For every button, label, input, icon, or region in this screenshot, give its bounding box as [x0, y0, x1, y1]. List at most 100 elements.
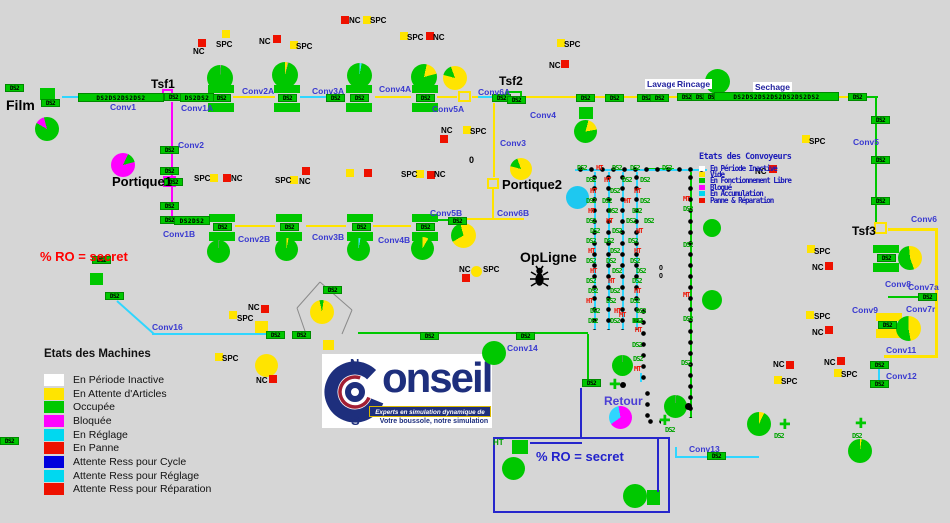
- legend-item: En Réglage: [44, 428, 284, 442]
- logo-wordmark: onseil: [382, 354, 493, 401]
- part-block-ds2[interactable]: DS2: [877, 254, 896, 262]
- status-pie[interactable]: [451, 223, 476, 248]
- status-pie[interactable]: [664, 395, 687, 418]
- part-block-ds2[interactable]: DS2: [278, 94, 297, 102]
- part-block-ds2[interactable]: DS2: [870, 361, 889, 369]
- part-block-ds2[interactable]: DS2: [871, 197, 890, 205]
- status-pie[interactable]: [35, 117, 59, 141]
- buffer-plus-node[interactable]: ✚: [659, 413, 671, 429]
- part-block-ds2[interactable]: DS2: [848, 93, 867, 101]
- status-pie[interactable]: [411, 237, 434, 260]
- part-block-ds2[interactable]: DS2: [213, 223, 232, 231]
- part-block-ds2[interactable]: DS2: [878, 321, 897, 329]
- status-pie[interactable]: [272, 62, 298, 88]
- part-block-ds2[interactable]: DS2: [871, 156, 890, 164]
- status-pie[interactable]: [702, 290, 722, 310]
- conveyor-line: [876, 329, 902, 338]
- part-chain-ds2[interactable]: DS2DS2: [180, 93, 214, 102]
- status-pie[interactable]: [612, 355, 633, 376]
- part-block-ds2[interactable]: DS2: [41, 99, 60, 107]
- status-pie[interactable]: [255, 354, 278, 377]
- part-block-ds2[interactable]: DS2: [160, 146, 179, 154]
- station-outline[interactable]: [493, 437, 670, 513]
- buffer-plus-node[interactable]: ✚: [855, 416, 867, 432]
- part-block-ds2[interactable]: DS2: [582, 379, 601, 387]
- part-block-ds2[interactable]: DS2: [448, 217, 467, 225]
- status-pie[interactable]: [347, 63, 372, 88]
- status-pie[interactable]: [510, 158, 532, 180]
- station-outline[interactable]: [487, 178, 499, 189]
- part-chain-ds2[interactable]: DS2DS2DS2DS2: [78, 93, 164, 102]
- legend-swatch: [44, 387, 64, 400]
- part-block-ds2[interactable]: DS2: [266, 331, 285, 339]
- legend-swatch: [44, 469, 64, 482]
- part-block-ds2[interactable]: DS2: [416, 94, 435, 102]
- part-block-ds2[interactable]: DS2: [416, 223, 435, 231]
- quality-marker-square: [806, 311, 814, 319]
- part-block-ds2[interactable]: DS2: [507, 96, 526, 104]
- part-block-ds2[interactable]: DS2: [352, 223, 371, 231]
- part-block-ds2[interactable]: DS2: [918, 293, 937, 301]
- status-pie[interactable]: [111, 153, 135, 177]
- quality-marker-square: [807, 245, 815, 253]
- status-pie[interactable]: [310, 300, 334, 324]
- station-outline[interactable]: [458, 91, 471, 102]
- status-pie[interactable]: [502, 457, 525, 480]
- part-block-ds2[interactable]: DS2: [707, 452, 726, 460]
- buffer-plus-node[interactable]: ✚: [779, 417, 791, 433]
- quality-marker-label: SPC: [809, 137, 826, 146]
- part-block-ds2[interactable]: DS2: [605, 94, 624, 102]
- part-block-ds2[interactable]: DS2: [350, 94, 369, 102]
- cluster-tag: HT: [634, 247, 642, 255]
- conveyor-line: [347, 232, 373, 241]
- part-block-ds2[interactable]: DS2: [870, 380, 889, 388]
- status-pie[interactable]: [703, 219, 721, 237]
- station-outline[interactable]: [874, 222, 887, 234]
- part-block-ds2[interactable]: DS2: [164, 178, 183, 186]
- status-pie[interactable]: [443, 66, 467, 90]
- quality-marker-square: [837, 357, 845, 365]
- status-pie[interactable]: [623, 484, 647, 508]
- status-pie[interactable]: [898, 246, 922, 270]
- status-pie[interactable]: [848, 439, 872, 463]
- part-block-ds2[interactable]: DS2: [280, 223, 299, 231]
- status-pie[interactable]: [207, 240, 230, 263]
- status-pie[interactable]: [609, 406, 632, 429]
- status-pie[interactable]: [482, 341, 506, 365]
- conveyor-label: Conv1A: [181, 103, 214, 113]
- part-block-ds2[interactable]: DS2: [0, 437, 19, 445]
- status-pie[interactable]: [347, 238, 370, 261]
- conveyor-line: [587, 334, 589, 381]
- status-pie[interactable]: [275, 238, 298, 261]
- status-pie[interactable]: [747, 412, 771, 436]
- part-block-ds2[interactable]: DS2: [326, 94, 345, 102]
- status-pie[interactable]: [207, 65, 233, 91]
- part-block-ds2[interactable]: DS2: [292, 331, 311, 339]
- conveyor-line: [888, 228, 937, 231]
- status-pie[interactable]: [411, 64, 437, 90]
- part-block-ds2[interactable]: DS2: [576, 94, 595, 102]
- part-block-ds2[interactable]: DS2: [160, 167, 179, 175]
- status-pie[interactable]: [896, 316, 921, 341]
- quality-marker-label: NC: [434, 170, 446, 179]
- part-block-ds2[interactable]: DS2: [516, 332, 535, 340]
- part-block-ds2[interactable]: DS2: [871, 116, 890, 124]
- buffer-plus-node[interactable]: ✚: [609, 377, 621, 393]
- quality-marker-label: NC: [459, 265, 471, 274]
- part-block-ds2[interactable]: DS2: [420, 332, 439, 340]
- part-block-ds2[interactable]: DS2: [5, 84, 24, 92]
- part-block-ds2[interactable]: DS2: [650, 94, 669, 102]
- quality-marker-square: [269, 375, 277, 383]
- part-block-ds2[interactable]: DS2: [323, 286, 342, 294]
- legend-label: En Panne: [73, 442, 120, 455]
- status-pie[interactable]: [574, 120, 597, 143]
- status-pie[interactable]: [566, 186, 589, 209]
- quality-marker-square: [802, 135, 810, 143]
- quality-marker-square: [825, 262, 833, 270]
- part-chain-ds2[interactable]: DS2DS2DS2DS2DS2DS2DS2: [714, 92, 839, 101]
- part-block-ds2[interactable]: DS2: [92, 256, 111, 264]
- part-chain-ds2[interactable]: DS2DS2: [174, 216, 210, 225]
- quality-marker-label: NC: [248, 303, 260, 312]
- part-block-ds2[interactable]: DS2: [105, 292, 124, 300]
- part-block-ds2[interactable]: DS2: [160, 202, 179, 210]
